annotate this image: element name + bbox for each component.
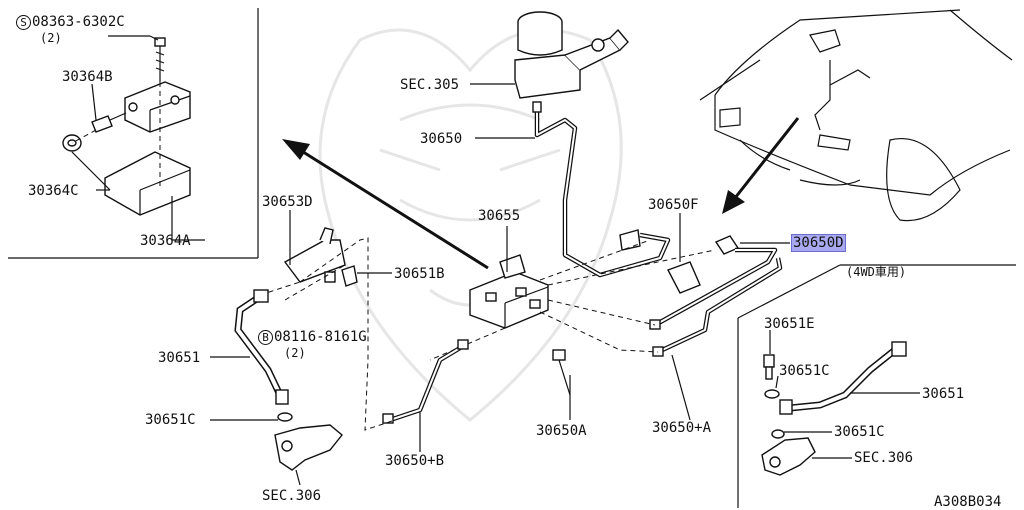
- arrow-to-inset-head: [282, 139, 310, 160]
- label-variant-4wd: (4WD車用): [846, 265, 907, 279]
- label-sec306-right[interactable]: SEC.306: [854, 450, 914, 466]
- label-30650plusa[interactable]: 30650+A: [652, 420, 712, 436]
- label-30651-left[interactable]: 30651: [158, 350, 201, 366]
- label-30364b[interactable]: 30364B: [62, 69, 113, 85]
- clip-30651b: [341, 265, 358, 287]
- label-30650a[interactable]: 30650A: [536, 423, 587, 439]
- inset-bracket-block: [124, 81, 191, 133]
- bolt-s-symbol: S: [16, 15, 31, 30]
- label-30650f[interactable]: 30650F: [648, 197, 699, 213]
- slave-cylinder-right: [761, 437, 816, 476]
- label-30651c-r1[interactable]: 30651C: [779, 363, 830, 379]
- 4wd-bolt-30651e: [763, 354, 775, 380]
- arrow-to-pipe: [733, 117, 800, 199]
- arrow-to-inset: [299, 148, 489, 270]
- label-bolt-s-qty: (2): [40, 31, 62, 45]
- label-diagram-code: A308B034: [934, 494, 1002, 510]
- inset-pin-30364b: [91, 112, 127, 133]
- master-cylinder: [514, 11, 629, 99]
- label-30650b[interactable]: 30650+B: [385, 453, 445, 469]
- label-30650[interactable]: 30650: [420, 131, 463, 147]
- connector-block-30655: [469, 254, 549, 329]
- label-30651-right[interactable]: 30651: [922, 386, 965, 402]
- label-30364c[interactable]: 30364C: [28, 183, 79, 199]
- label-30651e[interactable]: 30651E: [764, 316, 815, 332]
- label-30364a[interactable]: 30364A: [140, 233, 191, 249]
- label-30651b[interactable]: 30651B: [394, 266, 445, 282]
- pipe-flare-nut: [532, 101, 542, 113]
- label-30651c-r2[interactable]: 30651C: [834, 424, 885, 440]
- label-30650d[interactable]: 30650D: [791, 234, 846, 252]
- label-sec306-left[interactable]: SEC.306: [262, 488, 322, 504]
- watermark-emblem: [318, 28, 623, 422]
- inset-bolt: [154, 37, 166, 82]
- label-bolt-b-part: 08116-8161G: [274, 329, 367, 345]
- clip-30650d: [714, 235, 740, 255]
- vehicle-outline: [699, 9, 1013, 222]
- arrow-to-pipe-head: [722, 190, 745, 214]
- bracket-30653d: [283, 227, 346, 283]
- clip-30650f: [619, 229, 701, 294]
- 4wd-frame-diag: [737, 264, 841, 319]
- label-30650d-highlight[interactable]: 30650D: [791, 234, 846, 252]
- label-bolt-b-qty: (2): [284, 346, 306, 360]
- bolt-b-symbol: B: [258, 330, 273, 345]
- slave-cylinder-left: [274, 424, 343, 471]
- bolt-30650a: [552, 349, 571, 396]
- label-bolt-s-part: 08363-6302C: [32, 14, 125, 30]
- inset-bracket-30364a: [104, 151, 191, 216]
- label-sec305[interactable]: SEC.305: [400, 77, 460, 93]
- label-30651c-left[interactable]: 30651C: [145, 412, 196, 428]
- label-30653d[interactable]: 30653D: [262, 194, 313, 210]
- label-30655[interactable]: 30655: [478, 208, 521, 224]
